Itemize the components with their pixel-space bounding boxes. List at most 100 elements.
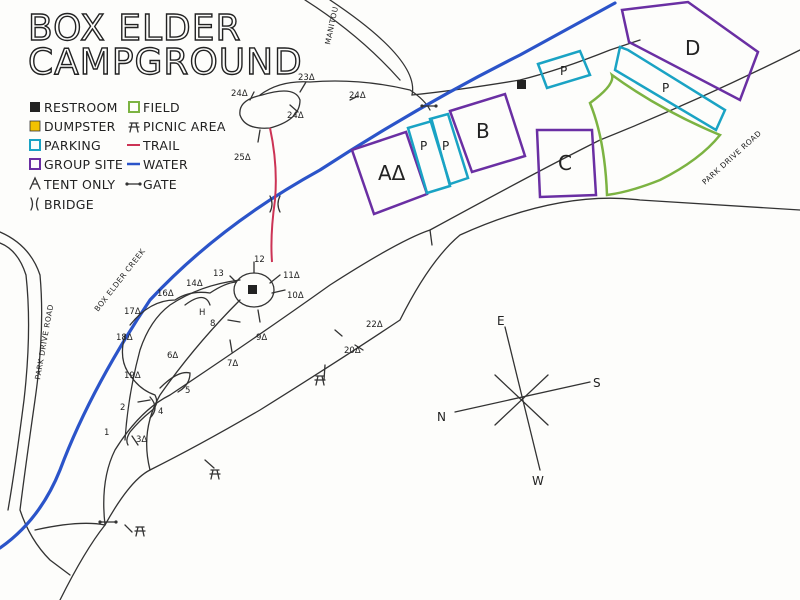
parking-lot-2[interactable]: P (428, 112, 470, 186)
legend-field-label: FIELD (143, 100, 180, 115)
legend-dumpster-label: DUMPSTER (44, 119, 116, 134)
legend-gate-icon (125, 182, 142, 186)
site-2: 2 (120, 403, 125, 413)
title-line-1: BOX ELDER (28, 8, 242, 49)
box-elder-creek (0, 1, 617, 550)
road-main-upper (103, 49, 800, 526)
site-24b: 24Δ (287, 111, 304, 121)
picnic-area-icons (134, 375, 326, 537)
parking-lot-3-label: P (560, 64, 567, 78)
park-drive-road-left-label: PARK DRIVE ROAD (33, 303, 55, 380)
parking-lot-3[interactable]: P (536, 49, 592, 90)
legend-picnic-label: PICNIC AREA (143, 119, 226, 134)
loop-bump-14 (184, 296, 211, 306)
site-4: 4 (158, 407, 163, 417)
restroom-icon-lower (248, 285, 257, 294)
legend-tent-icon (29, 176, 41, 190)
legend-parking-label: PARKING (44, 138, 101, 153)
restroom-icon-upper (517, 80, 526, 89)
legend-water-label: WATER (143, 157, 188, 172)
legend-dumpster-swatch (29, 120, 41, 132)
site-7: 7Δ (227, 359, 238, 369)
site-5: 5 (185, 386, 190, 396)
road-left-inner (0, 242, 30, 511)
site-16: 16Δ (157, 289, 174, 299)
loop-bump-5 (159, 371, 191, 393)
cul-de-sac-upper (239, 90, 301, 129)
site-23: 23Δ (298, 73, 315, 83)
legend-bridge-label: BRIDGE (44, 197, 94, 212)
road-manitou-a (329, 0, 414, 96)
legend-gate-label: GATE (143, 177, 177, 192)
compass-rose: E N S W (437, 314, 601, 488)
site-9: 9Δ (256, 333, 267, 343)
manitou-road-label: MANITOU (323, 5, 340, 45)
park-drive-road-right-label: PARK DRIVE ROAD (700, 129, 763, 187)
group-site-c-label: C (558, 151, 572, 175)
field[interactable] (588, 71, 723, 197)
parking-lot-2-label: P (442, 139, 449, 153)
site-labels: 1 2 3Δ 4 5 6Δ 7Δ 8 9Δ 10Δ 11Δ 12 13 14Δ … (104, 73, 383, 445)
group-site-b[interactable]: B (448, 92, 527, 174)
group-site-d-label: D (685, 36, 700, 60)
creek-label: BOX ELDER CREEK (92, 246, 147, 313)
gate-icon (420, 104, 438, 108)
site-17: 17Δ (124, 307, 141, 317)
picnic-icon-2 (209, 469, 221, 480)
site-19: 19Δ (124, 371, 141, 381)
loop-west-bumps (121, 334, 158, 446)
bridge-icon (269, 195, 281, 213)
legend-group-site-swatch (29, 158, 41, 170)
site-3: 3Δ (136, 435, 147, 445)
site-13: 13 (213, 269, 224, 279)
site-25: 25Δ (234, 153, 251, 163)
road-loop-outer (124, 279, 241, 441)
legend-tent-label: TENT ONLY (43, 177, 115, 192)
site-22: 22Δ (366, 320, 383, 330)
road-connector (429, 229, 433, 246)
map-title: BOX ELDER CAMPGROUND (27, 7, 302, 83)
site-24c: 24Δ (349, 91, 366, 101)
legend-picnic-icon (128, 122, 140, 133)
parking-lot-1-label: P (420, 139, 427, 153)
site-1: 1 (104, 428, 109, 438)
legend-group-site-label: GROUP SITE (44, 157, 123, 172)
site-11: 11Δ (283, 271, 300, 281)
picnic-icon-1 (314, 375, 326, 386)
site-6: 6Δ (167, 351, 178, 361)
site-stubs (124, 81, 364, 533)
road-upper-spur (259, 80, 431, 111)
site-14: 14Δ (186, 279, 203, 289)
group-site-d[interactable]: D (620, 0, 760, 102)
group-site-c[interactable]: C (535, 128, 598, 199)
compass-n: N (437, 410, 446, 424)
road-spur-bottom (34, 522, 106, 531)
road-loop-lower (146, 299, 241, 471)
parking-lot-1[interactable]: P (406, 119, 452, 195)
road-main-lower (59, 197, 800, 600)
picnic-icon-3 (134, 526, 146, 537)
site-12: 12 (254, 255, 265, 265)
loop-site-bumps (129, 281, 237, 326)
site-h: H (199, 308, 205, 318)
parking-lot-4[interactable]: P (613, 45, 727, 132)
group-site-a-label: AΔ (378, 161, 406, 185)
compass-s: S (593, 376, 601, 390)
legend-parking-swatch (29, 139, 41, 151)
compass-w: W (532, 474, 544, 488)
legend-trail-label: TRAIL (142, 138, 180, 153)
gate-icon-bottom (98, 520, 118, 524)
legend-bridge-icon (30, 197, 39, 211)
legend-restroom-label: RESTROOM (44, 100, 118, 115)
group-site-b-label: B (476, 119, 490, 143)
legend-field-swatch (128, 101, 140, 113)
site-20: 20Δ (344, 346, 361, 356)
compass-e: E (497, 314, 505, 328)
trail (269, 127, 277, 263)
legend: RESTROOM DUMPSTER PARKING GROUP SITE TEN… (29, 100, 226, 212)
parking-lot-4-label: P (662, 81, 669, 95)
site-18: 18Δ (116, 333, 133, 343)
